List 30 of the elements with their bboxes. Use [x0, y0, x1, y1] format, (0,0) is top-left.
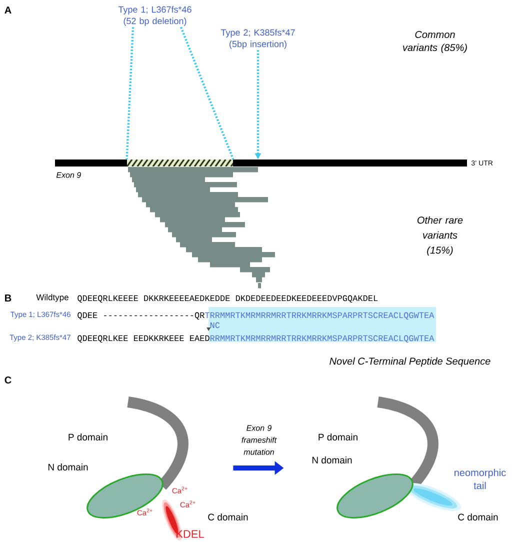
sequence: QR — [194, 312, 204, 320]
tail-label: neomorphic tail — [454, 468, 506, 490]
sequence: NC — [210, 322, 220, 328]
domain-label: P domain — [68, 434, 108, 440]
callout-text: Type 2; K385fs*47 (5bp insertion) — [220, 29, 295, 49]
row-label: Wildtype — [36, 294, 68, 302]
annotation: Common variants (85%) — [403, 31, 467, 54]
annotation: Exon 9 — [56, 172, 81, 178]
panel-letter: C — [4, 376, 12, 384]
deletion-segment — [127, 160, 233, 166]
leader-line — [126, 27, 134, 160]
sequence: QDEEQRLKEEEE DKKRKEEEEAEDKEDDE DKDEDEEDEEDKEEDEEEDVPGQAKDEL — [78, 295, 378, 303]
panel-letter: A — [4, 6, 12, 14]
domain-label: C domain — [458, 514, 498, 520]
annotation: Other rare variants (15%) — [417, 216, 463, 256]
annotation: Novel C-Terminal Peptide Sequence — [330, 357, 490, 367]
domain-label: N domain — [312, 456, 352, 464]
callout-text: Type 1; L367fs*46 (52 bp deletion) — [118, 6, 192, 26]
tail-label: KDEL — [176, 530, 204, 538]
sequence: MMRTKMRMRRMRRTRRKMRRKMSPARPRTSCREACLQGWTEA — [220, 312, 434, 320]
sequence: QDEE — [78, 312, 98, 320]
sequence: RRMMRTKMRMRRMRRTRRKMRRKMSPARPRTSCREACLQGWTEA — [210, 335, 434, 343]
edge-label: Exon 9 frameshift mutation — [242, 425, 277, 455]
sequence: QDEEQRLKEE EEDKKRKEEE EAED — [78, 335, 210, 343]
domain-label: C domain — [208, 514, 248, 520]
sequence: TRR — [205, 312, 220, 318]
domain-label: P domain — [318, 434, 358, 440]
domain-label: N domain — [48, 464, 88, 470]
sequence: ------------------ — [104, 315, 194, 316]
panel-letter: B — [5, 294, 12, 302]
